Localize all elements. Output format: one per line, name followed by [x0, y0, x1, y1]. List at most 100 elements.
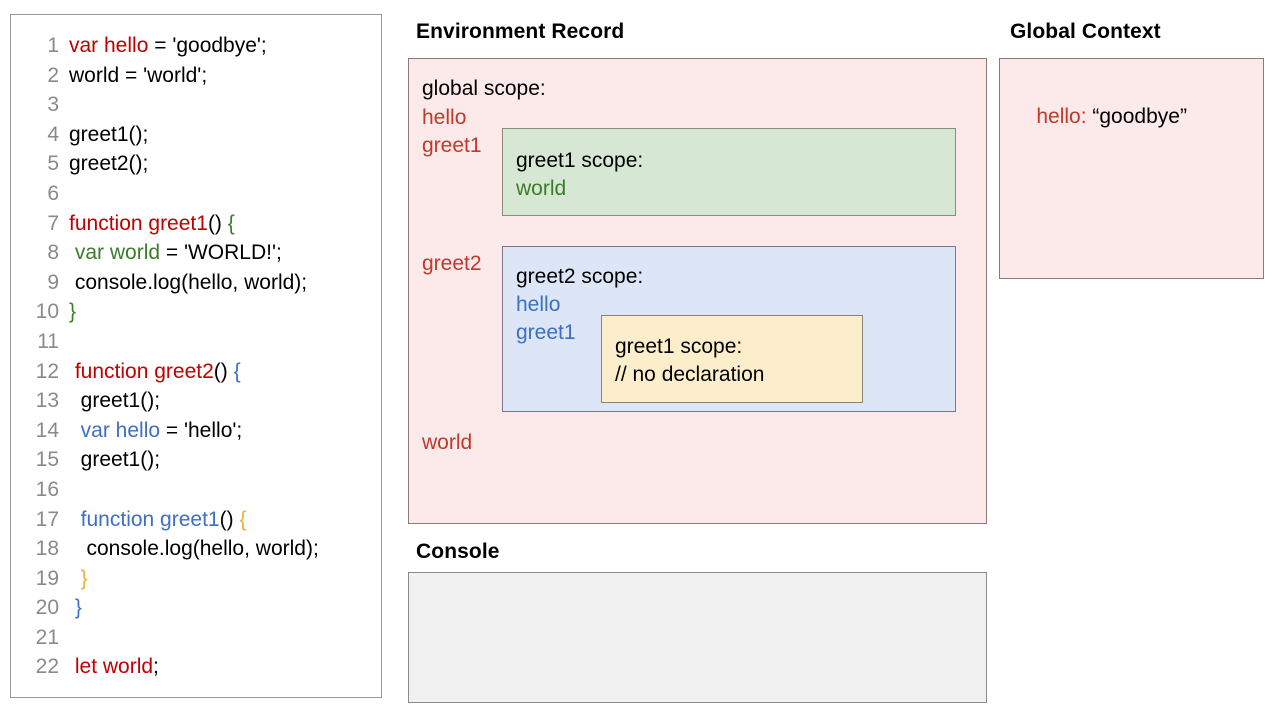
code-line-number: 22: [35, 655, 59, 679]
code-line-number: 15: [35, 448, 59, 472]
greet2-scope-box: greet2 scope: hello greet1 greet1 scope:…: [502, 246, 956, 412]
code-line: 16: [11, 475, 381, 505]
code-line-number: 12: [35, 359, 59, 383]
code-token: [69, 567, 81, 590]
code-line-text: var world = 'WORLD!';: [59, 238, 282, 268]
code-token: {: [239, 507, 247, 531]
code-token: var hello: [69, 34, 149, 57]
code-token: {: [233, 359, 241, 383]
code-token: var hello: [80, 418, 161, 442]
code-line: 8 var world = 'WORLD!';: [11, 238, 381, 268]
code-token: let world: [74, 655, 154, 679]
code-token: }: [80, 566, 88, 590]
code-line-number: 18: [35, 537, 59, 561]
global-scope-variable-hello: hello: [422, 106, 467, 129]
global-context-entry-value: “goodbye”: [1086, 105, 1187, 128]
global-context-panel: hello: “goodbye”: [999, 58, 1264, 279]
code-line-number: 4: [47, 122, 59, 146]
code-line-number: 6: [47, 181, 59, 205]
code-line-number: 16: [35, 477, 59, 501]
code-line-number: 11: [37, 329, 59, 353]
code-line: 13 greet1();: [11, 386, 381, 416]
code-token: var world: [74, 241, 161, 265]
code-line-text: world = 'world';: [59, 61, 207, 91]
code-line: 10}: [11, 297, 381, 327]
code-line-number: 9: [47, 270, 59, 294]
code-token: greet1();: [69, 448, 161, 472]
code-line-number: 14: [35, 418, 59, 442]
code-line: 21: [11, 623, 381, 653]
code-token: greet1();: [69, 389, 161, 413]
global-scope-variable-greet1: greet1: [422, 134, 482, 157]
code-token: greet2();: [69, 152, 149, 176]
global-scope-variable-greet2: greet2: [422, 252, 482, 275]
code-line: 12 function greet2() {: [11, 357, 381, 387]
code-token: {: [227, 211, 235, 235]
code-line: 5 greet2();: [11, 149, 381, 179]
code-line-text: }: [59, 297, 76, 327]
environment-record-panel: global scope: hello greet1 greet2 world …: [408, 58, 987, 524]
code-line-number: 10: [35, 300, 59, 324]
code-line-number: 7: [47, 211, 59, 235]
code-line: 19 }: [11, 564, 381, 594]
console-output: [409, 573, 986, 589]
code-line-number: 1: [47, 34, 59, 57]
code-token: [69, 508, 81, 531]
code-token: = 'hello';: [160, 418, 243, 442]
code-line-text: var hello = 'goodbye';: [59, 31, 267, 61]
greet1-scope-variable-world: world: [516, 177, 567, 200]
code-line-text: var hello = 'hello';: [59, 416, 243, 446]
code-line: 22 let world;: [11, 652, 381, 682]
console-panel[interactable]: [408, 572, 987, 703]
code-token: console.log(hello, world);: [69, 270, 308, 294]
code-line: 14 var hello = 'hello';: [11, 416, 381, 446]
code-line-number: 5: [47, 152, 59, 176]
console-title: Console: [416, 540, 500, 563]
greet1-nested-scope-note: // no declaration: [615, 363, 765, 386]
greet1-nested-scope-label: greet1 scope:: [615, 335, 743, 358]
code-line-text: greet1();: [59, 445, 160, 475]
code-line-text: function greet2() {: [59, 357, 241, 387]
code-line-text: greet1();: [59, 120, 148, 150]
code-line-text: function greet1() {: [59, 209, 235, 239]
code-token: ;: [153, 655, 159, 679]
code-line-number: 3: [47, 93, 59, 117]
code-line-text: greet2();: [59, 149, 148, 179]
greet1-scope-box: greet1 scope: world: [502, 128, 956, 216]
code-line: 11: [11, 327, 381, 357]
code-line-number: 2: [47, 63, 59, 87]
code-line-text: }: [59, 593, 82, 623]
code-line-number: 19: [35, 566, 59, 590]
code-line-number: 8: [47, 241, 59, 265]
code-token: function greet2: [74, 359, 214, 383]
greet2-scope-variable-greet1: greet1: [516, 321, 576, 344]
greet1-nested-scope-box: greet1 scope: // no declaration: [601, 315, 863, 403]
code-token: (): [207, 211, 228, 235]
greet1-scope-label: greet1 scope:: [516, 149, 644, 172]
global-scope-label: global scope:: [422, 77, 546, 100]
global-context-entry-key: hello:: [1036, 105, 1087, 128]
code-token: }: [74, 596, 82, 620]
code-line-text: console.log(hello, world);: [59, 268, 307, 298]
code-token: }: [69, 300, 77, 324]
global-scope-variable-world: world: [422, 431, 473, 454]
greet2-scope-label: greet2 scope:: [516, 265, 644, 288]
code-line-number: 20: [35, 596, 59, 620]
code-line-text: console.log(hello, world);: [59, 534, 319, 564]
global-context-title: Global Context: [1010, 20, 1161, 43]
code-line: 18 console.log(hello, world);: [11, 534, 381, 564]
code-token: (): [219, 507, 240, 531]
code-line: 15 greet1();: [11, 445, 381, 475]
global-context-entry: hello: “goodbye”: [1013, 75, 1187, 159]
code-line: 3: [11, 90, 381, 120]
code-line: 6: [11, 179, 381, 209]
code-line-text: }: [59, 564, 88, 594]
code-token: (): [213, 359, 234, 383]
greet2-scope-variable-hello: hello: [516, 293, 561, 316]
code-token: function greet1: [80, 507, 220, 531]
